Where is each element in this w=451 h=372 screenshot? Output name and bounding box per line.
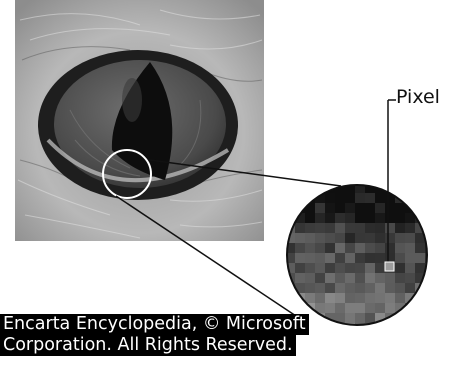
highlighted-pixel bbox=[385, 262, 394, 271]
pixel-label: Pixel bbox=[396, 86, 440, 108]
copyright-caption: Encarta Encyclopedia, © Microsoft Corpor… bbox=[0, 314, 309, 356]
caption-line-1: Encarta Encyclopedia, © Microsoft bbox=[0, 314, 309, 335]
magnified-pixels bbox=[285, 183, 435, 333]
cat-eye-photo bbox=[15, 0, 264, 241]
caption-line-2: Corporation. All Rights Reserved. bbox=[0, 335, 296, 356]
